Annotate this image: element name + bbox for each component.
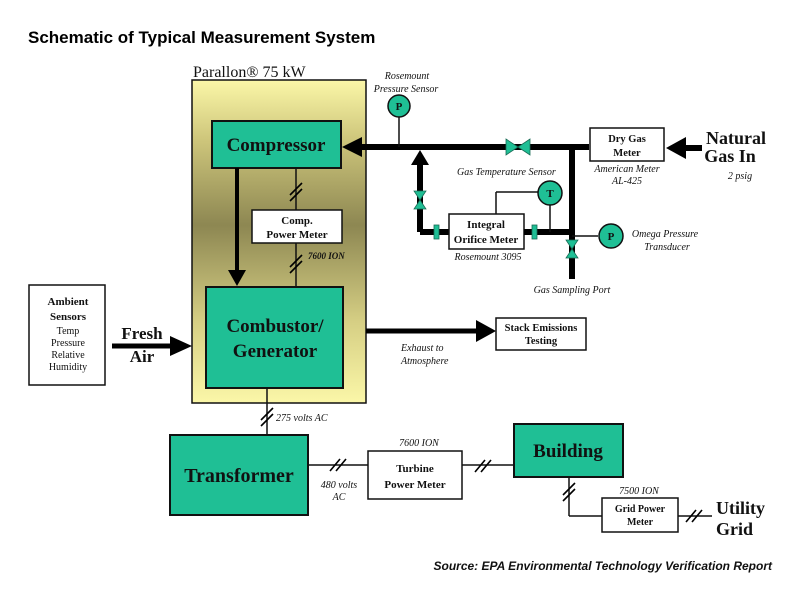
arrow-left-icon	[666, 137, 686, 159]
grid-meter-label-1: Grid Power	[615, 504, 666, 515]
pressure-sensor-symbol: P	[396, 101, 403, 113]
page-title: Schematic of Typical Measurement System	[28, 28, 375, 47]
arrow-down-icon	[228, 270, 246, 286]
ambient-label-1: Ambient	[48, 296, 89, 308]
turbine-label-2: Power Meter	[384, 479, 445, 491]
flange-icon	[531, 224, 538, 240]
transformer-label: Transformer	[184, 465, 294, 487]
compressor-block[interactable]	[211, 120, 342, 169]
dry-gas-meter[interactable]	[589, 127, 665, 162]
rosemount-label-1: Rosemount	[384, 71, 430, 82]
stack-emissions-box[interactable]	[495, 317, 587, 351]
turbine-power-meter[interactable]	[367, 450, 463, 500]
valve-icon	[565, 248, 579, 259]
omega-label-1: Omega Pressure	[632, 229, 699, 240]
omega-sensor-symbol: P	[608, 231, 615, 243]
enclosure-label: Parallon® 75 kW	[193, 64, 306, 81]
ambient-item: Relative	[51, 350, 85, 361]
building-block[interactable]	[513, 423, 624, 478]
dry-gas-label-2: Meter	[613, 148, 641, 159]
omega-pressure-sensor-icon[interactable]	[598, 223, 624, 249]
temperature-sensor-symbol: T	[546, 188, 554, 200]
ambient-label-2: Sensors	[50, 311, 87, 323]
transformer-block[interactable]	[169, 434, 309, 516]
building-label: Building	[533, 441, 603, 462]
turbine-label-1: Turbine	[396, 463, 434, 475]
compressor-label: Compressor	[227, 135, 326, 156]
valve-icon[interactable]	[413, 190, 427, 201]
dry-gas-model-2: AL-425	[611, 176, 642, 187]
integral-orifice-meter[interactable]	[448, 213, 525, 250]
phase-tick	[335, 458, 347, 472]
valve-icon	[517, 138, 531, 156]
phase-tick	[260, 413, 274, 427]
phase-tick	[289, 260, 303, 274]
phase-tick	[474, 459, 486, 473]
comp-power-label-2: Power Meter	[266, 229, 327, 241]
comp-power-meter[interactable]	[251, 209, 343, 244]
dry-gas-model-1: American Meter	[593, 164, 659, 175]
ambient-item: Pressure	[51, 338, 85, 349]
ambient-sensors-box[interactable]	[28, 284, 106, 386]
phase-tick	[289, 182, 303, 196]
grid-power-meter[interactable]	[601, 497, 679, 533]
volts-480-label-1: 480 volts	[321, 480, 357, 491]
stack-label-2: Testing	[525, 336, 558, 347]
natural-gas-label-1: Natural	[706, 128, 766, 148]
phase-tick	[562, 488, 576, 502]
grid-meter-model: 7500 ION	[619, 486, 660, 497]
phase-tick	[289, 254, 303, 268]
phase-tick	[480, 459, 492, 473]
valve-icon	[413, 199, 427, 210]
phase-tick	[691, 509, 703, 523]
arrow-left-icon	[342, 137, 362, 157]
orifice-model: Rosemount 3095	[454, 252, 522, 263]
gas-sampling-label: Gas Sampling Port	[534, 285, 611, 296]
arrow-up-icon	[411, 150, 429, 165]
natural-gas-pressure: 2 psig	[728, 171, 752, 182]
ambient-item: Humidity	[49, 362, 87, 373]
combustor-generator-block[interactable]	[205, 286, 344, 389]
temperature-sensor-icon[interactable]	[537, 180, 563, 206]
pressure-sensor-icon[interactable]	[387, 94, 411, 118]
volts-480-label-2: AC	[332, 492, 346, 503]
combustor-label-1: Combustor/	[226, 316, 324, 337]
valve-icon[interactable]	[505, 138, 519, 156]
orifice-label-2: Orifice Meter	[454, 234, 519, 246]
stack-label-1: Stack Emissions	[505, 323, 578, 334]
utility-label-1: Utility	[716, 498, 765, 518]
gas-temp-label: Gas Temperature Sensor	[457, 167, 556, 178]
orifice-label-1: Integral	[467, 219, 505, 231]
flange-icon	[433, 224, 440, 240]
phase-tick	[562, 482, 576, 496]
phase-tick	[329, 458, 341, 472]
arrow-right-icon	[476, 320, 496, 342]
fresh-air-label-1: Fresh	[121, 324, 163, 343]
comp-power-label-1: Comp.	[281, 215, 313, 227]
omega-label-2: Transducer	[644, 242, 690, 253]
phase-tick	[289, 188, 303, 202]
rosemount-label-2: Pressure Sensor	[373, 84, 439, 95]
fresh-air-label-2: Air	[130, 347, 155, 366]
combustor-label-2: Generator	[233, 341, 318, 362]
grid-meter-label-2: Meter	[627, 517, 654, 528]
exhaust-label-2: Atmosphere	[400, 356, 449, 367]
utility-label-2: Grid	[716, 519, 753, 539]
phase-tick	[260, 407, 274, 421]
natural-gas-label-2: Gas In	[704, 146, 756, 166]
comp-power-model: 7600 ION	[308, 251, 345, 261]
turbine-meter-model: 7600 ION	[399, 438, 440, 449]
valve-icon[interactable]	[565, 239, 579, 250]
phase-tick	[685, 509, 697, 523]
exhaust-label-1: Exhaust to	[400, 343, 444, 354]
source-caption: Source: EPA Environmental Technology Ver…	[434, 559, 774, 573]
ambient-item: Temp	[57, 326, 80, 337]
volts-275-label: 275 volts AC	[276, 413, 328, 424]
arrow-right-icon	[170, 336, 192, 356]
dry-gas-label-1: Dry Gas	[608, 134, 646, 145]
